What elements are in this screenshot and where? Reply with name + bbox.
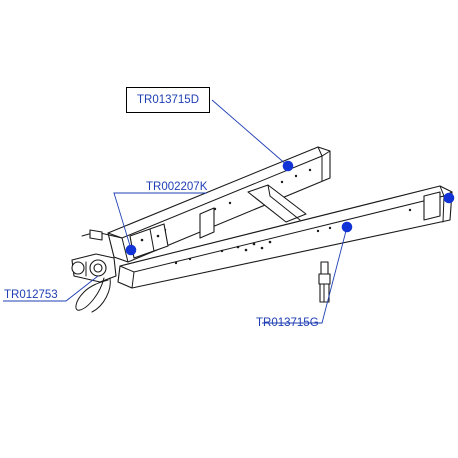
callout-label-tr013715d[interactable]: TR013715D — [126, 87, 210, 113]
callout-label-tr002207k[interactable]: TR002207K — [146, 181, 208, 193]
leader-line-tr012753 — [3, 275, 99, 302]
leader-line-tr013715g — [262, 226, 348, 324]
callout-label-tr012753[interactable]: TR012753 — [4, 289, 58, 301]
leader-line-tr002207k — [113, 192, 207, 250]
marker-dot-tr013715d[interactable] — [282, 160, 294, 172]
callout-label-tr013715g[interactable]: TR013715G — [256, 317, 319, 329]
marker-dot-tr013715g[interactable] — [341, 221, 353, 233]
cross-member — [199, 184, 307, 239]
coupling-head-part — [71, 253, 117, 313]
marker-dot-rail-end[interactable] — [443, 192, 455, 204]
support-leg-part — [318, 261, 331, 303]
marker-dot-tr002207k[interactable] — [125, 244, 137, 256]
leader-line-tr013715d — [211, 99, 289, 167]
